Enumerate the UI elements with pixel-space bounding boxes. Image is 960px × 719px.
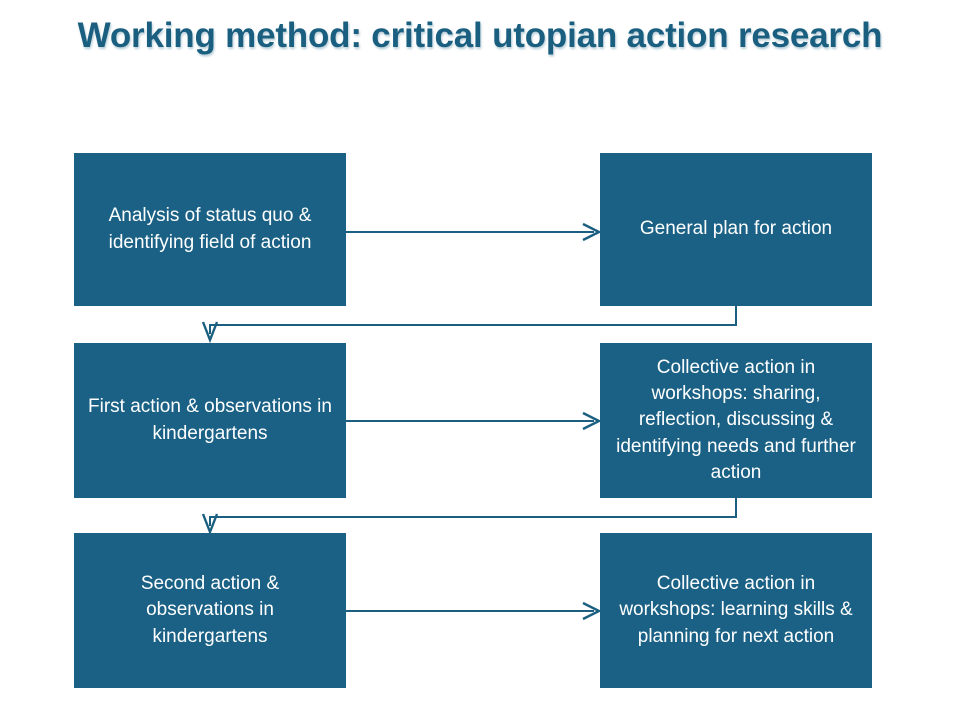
arrow-first-action-to-collective-sharing: [346, 411, 602, 431]
flow-node-collective-action-sharing[interactable]: Collective action in workshops: sharing,…: [600, 343, 872, 498]
flow-node-collective-action-learning[interactable]: Collective action in workshops: learning…: [600, 533, 872, 688]
page-title: Working method: critical utopian action …: [77, 16, 883, 55]
flow-node-second-action-observations[interactable]: Second action & observations in kinderga…: [74, 533, 346, 688]
flow-node-general-plan-for-action[interactable]: General plan for action: [600, 153, 872, 306]
flow-node-analysis-of-status-quo[interactable]: Analysis of status quo & identifying fie…: [74, 153, 346, 306]
arrow-collective-sharing-to-second-action: [201, 496, 737, 536]
flow-node-first-action-observations[interactable]: First action & observations in kindergar…: [74, 343, 346, 498]
flow-node-label: Collective action in workshops: learning…: [619, 573, 853, 647]
arrow-second-action-to-collective-learning: [346, 601, 602, 621]
arrow-analysis-to-general-plan: [346, 222, 602, 242]
flow-node-label: Collective action in workshops: sharing,…: [616, 356, 856, 483]
flow-node-label: General plan for action: [639, 218, 833, 240]
arrow-general-plan-to-first-action: [201, 304, 737, 344]
flow-node-label: Analysis of status quo & identifying fie…: [108, 205, 312, 253]
flow-node-label: First action & observations in kindergar…: [88, 396, 332, 444]
flow-node-label: Second action & observations in kinderga…: [140, 573, 280, 647]
